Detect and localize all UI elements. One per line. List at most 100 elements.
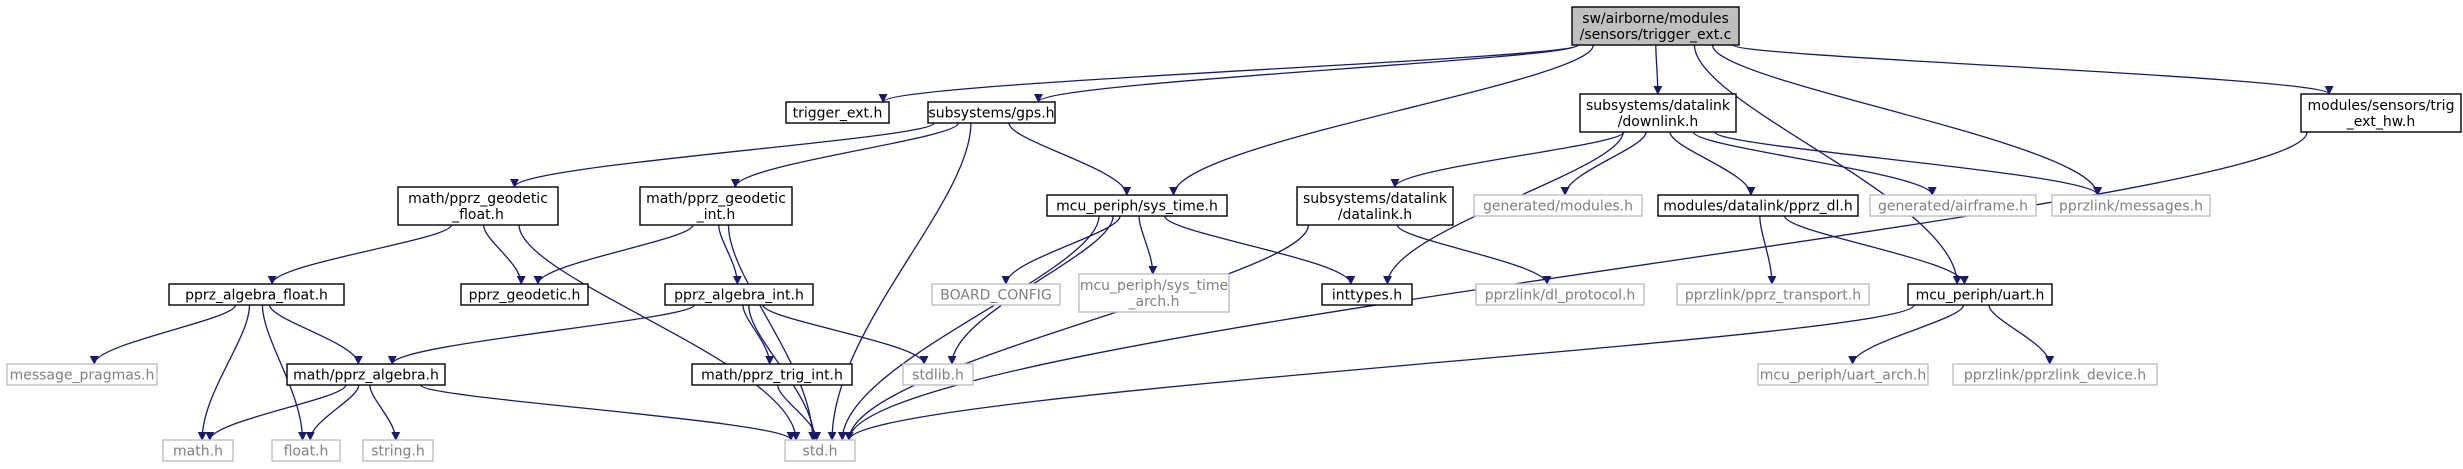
- node-datalink-h[interactable]: subsystems/datalink/datalink.h: [1296, 186, 1454, 226]
- node-label: _ext_hw.h: [2346, 114, 2416, 130]
- node-box: [1676, 283, 1870, 306]
- node-box: [931, 283, 1061, 306]
- node-label: math/pprz_trig_int.h: [701, 368, 843, 384]
- edge-downlink-h-to-gen-modules-h: [1560, 131, 1647, 196]
- edge-pprz-dl-h-to-pprz-transport-h: [1759, 215, 1777, 285]
- node-trig-ext-hw-h[interactable]: modules/sensors/trig_ext_hw.h: [2300, 93, 2462, 133]
- edge-line: [89, 304, 237, 365]
- node-box: [1579, 93, 1737, 133]
- node-label: _int.h: [696, 207, 736, 223]
- node-box: [1571, 6, 1740, 46]
- node-box: [362, 439, 434, 462]
- node-geodetic-h[interactable]: pprz_geodetic.h: [460, 283, 589, 306]
- edge-root-to-messages-h: [1711, 44, 2102, 196]
- edge-root-to-sys-time-h: [1169, 44, 1594, 196]
- edge-uart-h-to-std-h: [844, 304, 1915, 441]
- node-inttypes-h[interactable]: inttypes.h: [1321, 283, 1413, 306]
- node-uart-h[interactable]: mcu_periph/uart.h: [1907, 283, 2053, 306]
- node-gps-h[interactable]: subsystems/gps.h: [927, 101, 1056, 124]
- edge-downlink-h-to-messages-h: [1714, 131, 2103, 196]
- node-sys-time-h[interactable]: mcu_periph/sys_time.h: [1046, 194, 1228, 217]
- node-root[interactable]: sw/airborne/modules/sensors/trigger_ext.…: [1571, 6, 1740, 46]
- edge-geodetic-int-h-to-std-h: [727, 224, 818, 441]
- node-label: float.h: [284, 444, 329, 460]
- node-label: mcu_periph/uart.h: [1916, 288, 2045, 304]
- node-board-config[interactable]: BOARD_CONFIG: [931, 283, 1061, 306]
- node-trig-int-h[interactable]: math/pprz_trig_int.h: [691, 363, 853, 386]
- edge-algebra-int-h-to-trig-int-h: [742, 304, 775, 365]
- node-label: math/pprz_algebra.h: [293, 368, 439, 384]
- node-math-h[interactable]: math.h: [162, 439, 234, 462]
- node-pprz-dl-h[interactable]: modules/datalink/pprz_dl.h: [1657, 194, 1859, 217]
- node-box: [639, 186, 793, 226]
- edge-line: [1008, 122, 1132, 196]
- node-algebra-int-h[interactable]: pprz_algebra_int.h: [664, 283, 814, 306]
- node-box: [1078, 273, 1230, 313]
- node-string-h[interactable]: string.h: [362, 439, 434, 462]
- node-box: [1296, 186, 1454, 226]
- node-gen-modules-h[interactable]: generated/modules.h: [1473, 194, 1643, 217]
- node-label: subsystems/datalink: [1303, 191, 1448, 207]
- node-trigger-ext-h[interactable]: trigger_ext.h: [785, 101, 890, 124]
- node-label: /sensors/trigger_ext.c: [1580, 27, 1732, 43]
- edge-uart-h-to-pprzlink-device-h: [1988, 304, 2055, 365]
- edge-line: [1653, 44, 1663, 95]
- edge-line: [267, 224, 453, 285]
- edge-line: [1034, 44, 1579, 103]
- node-gen-airframe-h[interactable]: generated/airframe.h: [1869, 194, 2037, 217]
- node-box: [1952, 363, 2158, 386]
- node-stdlib-h[interactable]: stdlib.h: [902, 363, 974, 386]
- node-sys-time-arch-h[interactable]: mcu_periph/sys_time_arch.h: [1078, 273, 1230, 313]
- edge-uart-h-to-uart-arch-h: [1848, 304, 1965, 365]
- node-pprz-algebra-h[interactable]: math/pprz_algebra.h: [286, 363, 446, 386]
- edge-line: [419, 384, 796, 441]
- edge-line: [1692, 131, 1937, 196]
- node-box: [460, 283, 589, 306]
- edge-line: [1693, 44, 1962, 285]
- node-std-h[interactable]: std.h: [784, 439, 856, 462]
- edge-geodetic-int-h-to-algebra-int-h: [718, 224, 742, 285]
- node-dl-protocol-h[interactable]: pprzlink/dl_protocol.h: [1475, 283, 1645, 306]
- node-label: math/pprz_geodetic: [646, 191, 786, 207]
- node-box: [785, 101, 890, 124]
- edge-algebra-int-h-to-pprz-algebra-h: [387, 304, 695, 365]
- nodes: sw/airborne/modules/sensors/trigger_ext.…: [6, 6, 2462, 462]
- edge-line: [844, 131, 2308, 441]
- node-label: BOARD_CONFIG: [940, 288, 1052, 304]
- node-label: inttypes.h: [1332, 288, 1402, 304]
- node-geodetic-int-h[interactable]: math/pprz_geodetic_int.h: [639, 186, 793, 226]
- node-label: mcu_periph/sys_time: [1080, 278, 1228, 294]
- edge-line: [268, 304, 363, 365]
- node-label: mcu_periph/sys_time.h: [1056, 199, 1218, 215]
- node-messages-h[interactable]: pprzlink/messages.h: [2051, 194, 2211, 217]
- node-box: [927, 101, 1056, 124]
- node-box: [168, 283, 345, 306]
- node-downlink-h[interactable]: subsystems/datalink/downlink.h: [1579, 93, 1737, 133]
- node-label: mcu_periph/uart_arch.h: [1760, 368, 1926, 384]
- node-box: [691, 363, 853, 386]
- node-algebra-float-h[interactable]: pprz_algebra_float.h: [168, 283, 345, 306]
- node-label: pprzlink/dl_protocol.h: [1485, 288, 1636, 304]
- node-label: std.h: [803, 444, 838, 460]
- edge-line: [387, 304, 695, 365]
- node-pprz-transport-h[interactable]: pprzlink/pprz_transport.h: [1676, 283, 1870, 306]
- edge-algebra-float-h-to-pprz-algebra-h: [268, 304, 363, 365]
- edges: [89, 44, 2334, 441]
- node-box: [1907, 283, 2053, 306]
- edge-root-to-trigger-ext-h: [878, 44, 1579, 103]
- node-label: math.h: [173, 444, 223, 460]
- node-geodetic-float-h[interactable]: math/pprz_geodetic_float.h: [397, 186, 559, 226]
- edge-line: [844, 224, 1310, 441]
- node-message-pragmas-h[interactable]: message_pragmas.h: [6, 363, 158, 386]
- edge-sys-time-h-to-board-config: [1001, 215, 1121, 285]
- node-pprzlink-device-h[interactable]: pprzlink/pprzlink_device.h: [1952, 363, 2158, 386]
- node-label: pprzlink/pprz_transport.h: [1685, 288, 1861, 304]
- edge-line: [1783, 215, 1969, 285]
- edge-line: [718, 224, 742, 285]
- node-box: [286, 363, 446, 386]
- edge-sys-time-h-to-inttypes-h: [1163, 215, 1356, 285]
- node-uart-arch-h[interactable]: mcu_periph/uart_arch.h: [1757, 363, 1929, 386]
- node-float-h[interactable]: float.h: [271, 439, 341, 462]
- edge-line: [1163, 215, 1356, 285]
- edge-trig-ext-hw-h-to-std-h: [844, 131, 2308, 441]
